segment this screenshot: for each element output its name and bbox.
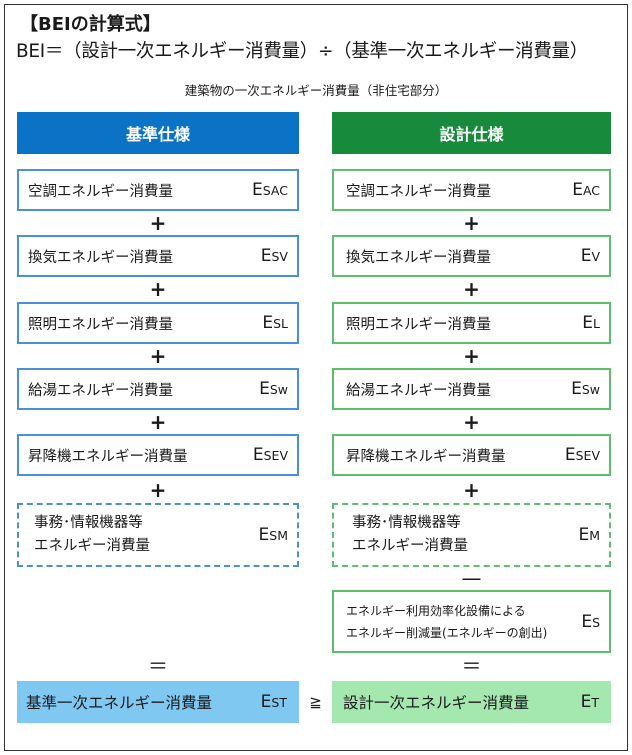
plus-operator: + bbox=[149, 478, 167, 502]
standard-item-v: 換気エネルギー消費量 ESV bbox=[17, 235, 299, 277]
item-label: 空調エネルギー消費量 bbox=[346, 183, 491, 200]
design-item-ac: 空調エネルギー消費量 EAC bbox=[332, 169, 611, 211]
item-label: 換気エネルギー消費量 bbox=[28, 249, 173, 266]
standard-item-ac: 空調エネルギー消費量 ESAC bbox=[17, 169, 299, 211]
item-label: 事務･情報機器等エネルギー消費量 bbox=[34, 515, 150, 554]
standard-header: 基準仕様 bbox=[17, 112, 299, 154]
item-symbol: ESL bbox=[262, 313, 288, 333]
result-symbol: EST bbox=[260, 692, 287, 712]
result-symbol: ET bbox=[580, 692, 599, 712]
item-label: 換気エネルギー消費量 bbox=[346, 249, 491, 266]
item-label: 空調エネルギー消費量 bbox=[28, 183, 173, 200]
plus-operator: + bbox=[463, 211, 480, 235]
plus-operator: + bbox=[149, 277, 167, 301]
result-label: 基準一次エネルギー消費量 bbox=[26, 694, 213, 712]
diagram-title: 【BEIの計算式】 bbox=[20, 14, 161, 35]
item-symbol: ES bbox=[581, 611, 600, 632]
design-result: 設計一次エネルギー消費量 ET bbox=[332, 681, 611, 723]
plus-operator: + bbox=[463, 410, 480, 434]
standard-item-w: 給湯エネルギー消費量 ESw bbox=[17, 368, 299, 410]
design-item-m: 事務･情報機器等エネルギー消費量 EM bbox=[332, 503, 611, 567]
item-symbol: ESw bbox=[259, 379, 288, 399]
greater-or-equal-sign: ≧ bbox=[309, 693, 322, 711]
plus-operator: + bbox=[463, 478, 480, 502]
plus-operator: + bbox=[463, 344, 480, 368]
item-label: 照明エネルギー消費量 bbox=[28, 316, 173, 333]
standard-result: 基準一次エネルギー消費量 EST bbox=[17, 681, 299, 723]
equals-operator: ＝ bbox=[148, 654, 168, 678]
design-item-l: 照明エネルギー消費量 EL bbox=[332, 302, 611, 344]
plus-operator: + bbox=[149, 211, 167, 235]
item-label: 給湯エネルギー消費量 bbox=[28, 382, 173, 399]
plus-operator: + bbox=[463, 277, 480, 301]
subtitle: 建築物の一次エネルギー消費量（非住宅部分） bbox=[184, 83, 448, 98]
item-label: 照明エネルギー消費量 bbox=[346, 316, 491, 333]
item-symbol: EL bbox=[582, 313, 600, 333]
design-header: 設計仕様 bbox=[332, 112, 611, 154]
equals-operator: ＝ bbox=[461, 654, 482, 678]
design-item-ev: 昇降機エネルギー消費量 ESEV bbox=[332, 434, 611, 476]
standard-item-l: 照明エネルギー消費量 ESL bbox=[17, 302, 299, 344]
plus-operator: + bbox=[149, 344, 167, 368]
item-label: 事務･情報機器等エネルギー消費量 bbox=[352, 515, 468, 554]
item-label: 昇降機エネルギー消費量 bbox=[28, 448, 188, 465]
item-symbol: ESEV bbox=[252, 445, 288, 465]
design-item-w: 給湯エネルギー消費量 ESw bbox=[332, 368, 611, 410]
item-symbol: EV bbox=[580, 246, 600, 266]
minus-operator: — bbox=[461, 566, 482, 590]
item-symbol: ESM bbox=[258, 525, 288, 545]
bei-formula: BEI＝（設計一次エネルギー消費量）÷（基準一次エネルギー消費量） bbox=[16, 41, 588, 62]
item-symbol: EM bbox=[578, 525, 600, 545]
item-label: 昇降機エネルギー消費量 bbox=[346, 448, 506, 465]
item-symbol: ESV bbox=[260, 246, 288, 266]
item-symbol: ESAC bbox=[252, 180, 288, 200]
standard-item-ev: 昇降機エネルギー消費量 ESEV bbox=[17, 434, 299, 476]
item-symbol: EAC bbox=[572, 180, 600, 200]
item-label: エネルギー利用効率化設備によるエネルギー削減量(エネルギーの創出) bbox=[346, 603, 548, 640]
standard-item-m: 事務･情報機器等エネルギー消費量 ESM bbox=[17, 503, 299, 567]
plus-operator: + bbox=[149, 410, 167, 434]
item-symbol: ESw bbox=[571, 379, 600, 399]
result-label: 設計一次エネルギー消費量 bbox=[343, 694, 530, 712]
design-item-v: 換気エネルギー消費量 EV bbox=[332, 235, 611, 277]
design-item-s: エネルギー利用効率化設備によるエネルギー削減量(エネルギーの創出) ES bbox=[332, 590, 611, 653]
item-label: 給湯エネルギー消費量 bbox=[346, 382, 491, 399]
item-symbol: ESEV bbox=[564, 445, 600, 465]
